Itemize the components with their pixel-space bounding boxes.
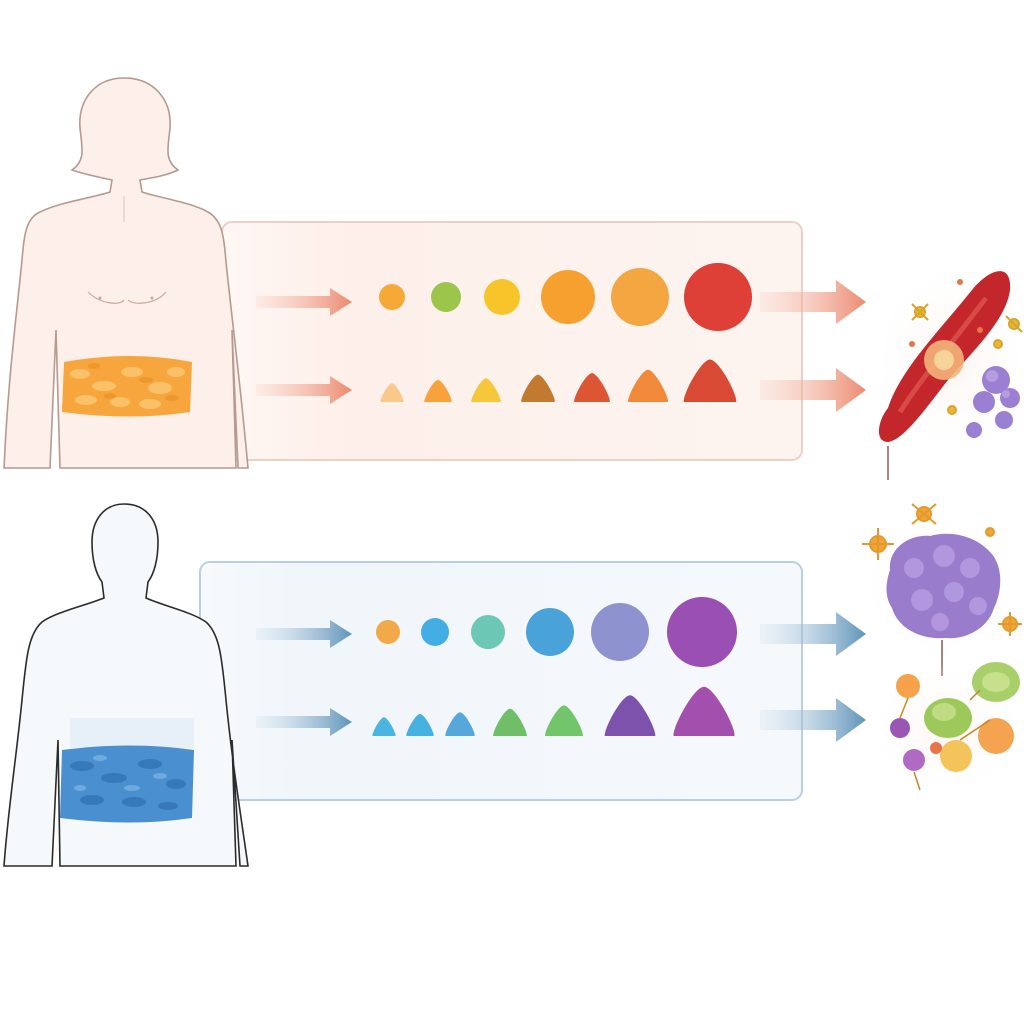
molecule-circle-icon: [471, 615, 505, 649]
molecule-triangle-icon: [574, 373, 610, 402]
arrow-right-icon: [760, 698, 866, 742]
molecule-circle-icon: [376, 620, 400, 644]
male-torso-icon: [3, 503, 249, 867]
molecule-triangle-icon: [493, 708, 527, 736]
top-output-arrows: [760, 280, 866, 412]
molecule-triangle-icon: [545, 705, 583, 736]
molecule-circle-icon: [484, 279, 520, 315]
molecule-circle-icon: [526, 608, 574, 656]
arrow-right-icon: [256, 288, 352, 316]
molecule-circle-icon: [541, 270, 595, 324]
female-torso-icon: [3, 77, 249, 469]
molecule-triangle-icon: [406, 713, 434, 736]
molecule-triangle-icon: [604, 695, 656, 736]
molecule-circle-icon: [611, 268, 669, 326]
visceral-fat-orange-icon: [62, 356, 192, 417]
molecule-circle-icon: [591, 603, 649, 661]
top-triangle-row: [380, 359, 737, 402]
top-pathway-panel: [221, 221, 803, 461]
molecule-triangle-icon: [683, 359, 737, 402]
arrow-right-icon: [760, 368, 866, 412]
bottom-input-arrows: [256, 620, 352, 736]
molecule-triangle-icon: [673, 686, 735, 736]
molecule-triangle-icon: [628, 369, 668, 402]
arrow-right-icon: [256, 708, 352, 736]
molecule-circle-icon: [431, 282, 461, 312]
molecule-circle-icon: [667, 597, 737, 667]
molecule-triangle-icon: [521, 374, 555, 402]
top-circle-row: [379, 263, 752, 331]
bottom-pathway-panel: [199, 561, 803, 801]
arrow-right-icon: [760, 280, 866, 324]
arrow-right-icon: [760, 612, 866, 656]
mixed-cells-icon: [868, 662, 1024, 798]
arrow-right-icon: [256, 376, 352, 404]
immune-cell-cluster-icon: [856, 503, 1024, 676]
bottom-triangle-row: [372, 686, 735, 736]
molecule-circle-icon: [379, 284, 405, 310]
molecule-triangle-icon: [424, 379, 452, 402]
bottom-output-arrows: [760, 612, 866, 742]
molecule-triangle-icon: [471, 378, 501, 402]
molecule-triangle-icon: [372, 717, 396, 736]
molecule-triangle-icon: [445, 712, 475, 736]
inflamed-vessel-cells-icon: [868, 260, 1024, 480]
molecule-triangle-icon: [380, 383, 404, 402]
molecule-circle-icon: [684, 263, 752, 331]
arrow-right-icon: [256, 620, 352, 648]
molecule-circle-icon: [421, 618, 449, 646]
top-input-arrows: [256, 288, 352, 404]
bottom-circle-row: [376, 597, 737, 667]
